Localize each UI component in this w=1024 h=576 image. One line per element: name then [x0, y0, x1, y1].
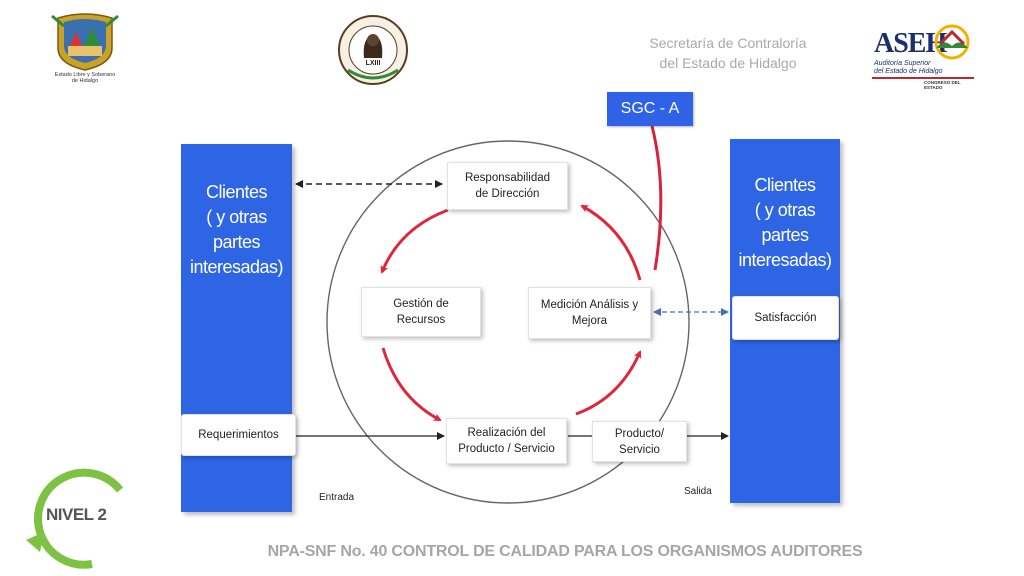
box-medicion-analisis-mejora: Medición Análisis y Mejora [528, 287, 651, 339]
footer-title: NPA-SNF No. 40 CONTROL DE CALIDAD PARA L… [267, 543, 863, 560]
sgc-badge: SGC - A [607, 92, 693, 126]
sgc-pointer-curve [650, 125, 663, 271]
aseh-logo: ASEH Auditoría Superior del Estado de Hi… [868, 22, 978, 90]
nivel-cycle-arrowhead-icon [26, 532, 44, 552]
congress-legislature-number: LXIII [365, 60, 381, 67]
state-coat-of-arms-logo: Estado Libre y Soberano de Hidalgo [50, 12, 120, 90]
box-producto-servicio: Producto/ Servicio [592, 421, 687, 462]
congress-seal-icon [338, 15, 408, 85]
nivel-label: NIVEL 2 [46, 505, 107, 524]
aseh-subtitle-2: del Estado de Hidalgo [874, 68, 943, 75]
clients-column-right-title: Clientes ( y otras partes interesadas) [738, 175, 832, 270]
sgc-badge-label: SGC - A [620, 100, 680, 117]
aseh-subtitle-1: Auditoría Superior [874, 60, 931, 67]
arrow-gestion-to-realizacion [381, 347, 442, 422]
label-salida: Salida [684, 486, 712, 497]
box-gestion-recursos: Gestión de Recursos [361, 287, 481, 337]
box-realizacion-producto: Realización del Producto / Servicio [446, 418, 567, 464]
aseh-subtitle-3: CONGRESO DEL ESTADO [924, 80, 961, 90]
org-name-line-1: Secretaría de Contraloría [649, 35, 807, 51]
box-responsabilidad-direccion: Responsabilidad de Dirección [447, 162, 568, 210]
label-entrada: Entrada [319, 492, 355, 503]
box-requerimientos: Requerimientos [181, 414, 296, 456]
open-book-icon [934, 24, 970, 60]
organization-name: Secretaría de Contraloría del Estado de … [612, 33, 844, 73]
clients-column-left-title: Clientes ( y otras partes interesadas) [189, 182, 284, 277]
org-name-line-2: del Estado de Hidalgo [659, 55, 797, 71]
arrow-realizacion-to-medicion [575, 350, 642, 416]
coat-of-arms-icon [51, 13, 119, 71]
process-cycle-circle [326, 140, 690, 504]
clients-column-left: Clientes ( y otras partes interesadas) [181, 144, 292, 512]
state-logo-caption: Estado Libre y Soberano de Hidalgo [54, 72, 116, 84]
arrow-medicion-to-resp [580, 204, 642, 281]
arrow-resp-to-gestion [380, 208, 449, 274]
box-satisfaccion: Satisfacción [732, 296, 839, 340]
aseh-divider [872, 77, 974, 79]
nivel-cycle-arrow-icon [34, 468, 124, 569]
congress-seal-logo: LXIII [336, 14, 410, 86]
